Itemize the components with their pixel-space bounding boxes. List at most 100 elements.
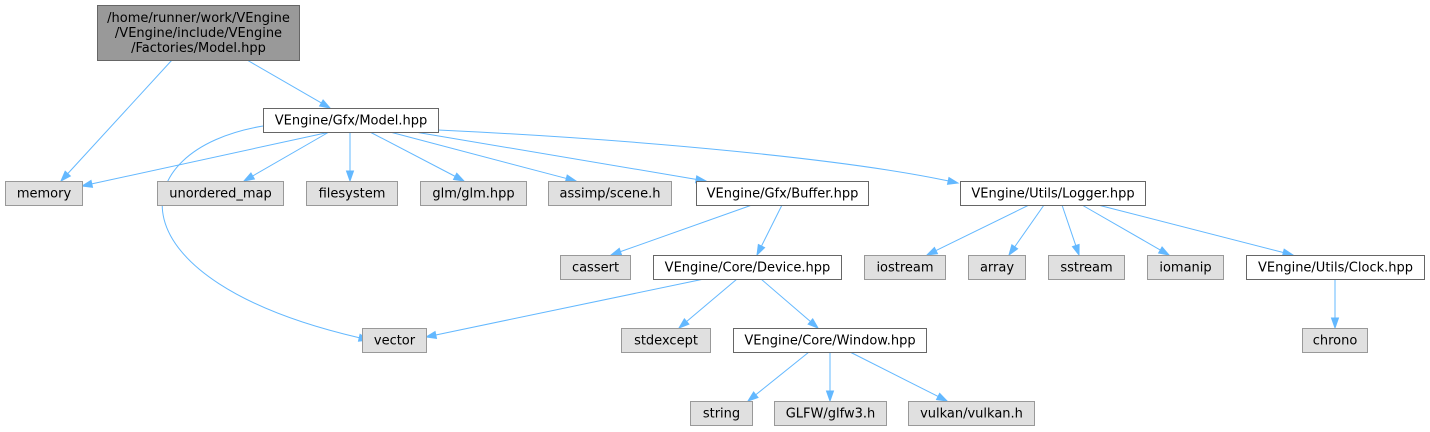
edge-line (252, 131, 330, 177)
node-filesystem: filesystem (306, 181, 398, 206)
node-memory: memory (5, 181, 83, 206)
arrowhead-icon (935, 392, 949, 402)
node-label: iomanip (1159, 261, 1211, 276)
arrowhead-icon (746, 391, 759, 402)
node-label: GLFW/glfw3.h (786, 407, 876, 422)
edge-gfx-buffer-to-core-device (756, 204, 783, 257)
node-label: glm/glm.hpp (432, 187, 514, 202)
edge-root-to-memory (59, 59, 173, 183)
node-box (548, 181, 672, 206)
edge-gfx-buffer-to-cassert (609, 204, 753, 256)
edge-gfx-model-to-unordered-map (242, 131, 330, 182)
edge-core-device-to-stdexcept (677, 278, 738, 329)
node-box (263, 108, 439, 133)
edge-line (1081, 204, 1161, 251)
edge-line (935, 204, 1030, 252)
node-core-window[interactable]: VEngine/Core/Window.hpp (733, 328, 927, 353)
edge-line (1097, 204, 1284, 254)
node-label: string (703, 407, 740, 422)
arrowhead-icon (318, 99, 332, 109)
node-label: VEngine/Gfx/Buffer.hpp (707, 187, 859, 202)
node-root[interactable]: /home/runner/work/VEngine/VEngine/includ… (97, 5, 300, 61)
node-utils-clock[interactable]: VEngine/Utils/Clock.hpp (1246, 255, 1425, 280)
node-box (864, 255, 946, 280)
edge-line (761, 204, 783, 247)
node-box (97, 5, 300, 61)
node-box (362, 328, 427, 353)
edge-core-window-to-glfw (825, 352, 835, 403)
node-array: array (968, 255, 1026, 280)
node-box (774, 401, 887, 426)
edge-gfx-model-to-utils-logger (437, 129, 960, 185)
node-box (1048, 255, 1125, 280)
node-vulkan: vulkan/vulkan.h (908, 401, 1035, 426)
edge-line (389, 131, 567, 179)
node-box (968, 255, 1026, 280)
node-label: sstream (1060, 261, 1112, 276)
edge-line (414, 131, 697, 180)
edge-line (161, 125, 360, 339)
node-label: vector (374, 334, 416, 349)
arrowhead-icon (80, 179, 94, 188)
node-iostream: iostream (864, 255, 946, 280)
node-label: VEngine/Utils/Clock.hpp (1258, 261, 1413, 276)
edge-line (1014, 204, 1045, 248)
edge-core-device-to-core-window (760, 278, 820, 329)
edge-line (435, 278, 705, 336)
arrowhead-icon (1330, 317, 1340, 330)
node-gfx-model[interactable]: VEngine/Gfx/Model.hpp (263, 108, 439, 133)
node-box (908, 401, 1035, 426)
arrowhead-icon (424, 330, 438, 339)
node-label: /home/runner/work/VEngine (107, 11, 290, 26)
edge-line (686, 278, 738, 322)
node-iomanip: iomanip (1147, 255, 1224, 280)
node-label: VEngine/Core/Device.hpp (665, 261, 831, 276)
arrowhead-icon (1071, 243, 1080, 257)
node-box (621, 328, 711, 353)
node-box (1147, 255, 1224, 280)
arrowhead-icon (825, 390, 835, 403)
edge-line (246, 59, 322, 104)
node-box (306, 181, 398, 206)
edge-gfx-model-to-glm (369, 131, 466, 182)
node-cassert: cassert (560, 255, 631, 280)
node-label: vulkan/vulkan.h (920, 407, 1023, 422)
node-label: iostream (876, 261, 933, 276)
arrowhead-icon (925, 246, 939, 256)
node-assimp: assimp/scene.h (548, 181, 672, 206)
node-vector: vector (362, 328, 427, 353)
edge-gfx-model-to-filesystem (345, 132, 355, 183)
node-label: /Factories/Model.hpp (131, 41, 266, 56)
node-label: VEngine/Gfx/Model.hpp (275, 114, 427, 129)
node-box (1246, 255, 1425, 280)
arrowhead-icon (1008, 243, 1019, 257)
arrowhead-icon (242, 172, 256, 182)
node-core-device[interactable]: VEngine/Core/Device.hpp (653, 255, 842, 280)
arrowhead-icon (946, 176, 960, 185)
edge-line (755, 351, 810, 396)
nodes-layer: /home/runner/work/VEngine/VEngine/includ… (5, 5, 1425, 426)
edge-line (437, 129, 949, 182)
arrowhead-icon (345, 170, 355, 183)
edge-gfx-model-to-vector (161, 125, 371, 342)
arrowhead-icon (59, 170, 72, 183)
node-box (157, 181, 284, 206)
node-gfx-buffer[interactable]: VEngine/Gfx/Buffer.hpp (696, 181, 869, 206)
node-box (420, 181, 527, 206)
node-label: filesystem (319, 187, 386, 202)
arrowhead-icon (609, 247, 623, 256)
edge-utils-logger-to-iomanip (1081, 204, 1171, 256)
node-box (733, 328, 927, 353)
node-unordered-map: unordered_map (157, 181, 284, 206)
node-box (696, 181, 869, 206)
arrowhead-icon (807, 317, 820, 329)
arrowhead-icon (564, 174, 578, 183)
node-utils-logger[interactable]: VEngine/Utils/Logger.hpp (960, 181, 1146, 206)
node-box (653, 255, 842, 280)
node-box (5, 181, 83, 206)
arrowhead-icon (756, 243, 766, 257)
node-label: VEngine/Utils/Logger.hpp (971, 187, 1134, 202)
edge-utils-logger-to-array (1008, 204, 1045, 257)
node-box (960, 181, 1146, 206)
